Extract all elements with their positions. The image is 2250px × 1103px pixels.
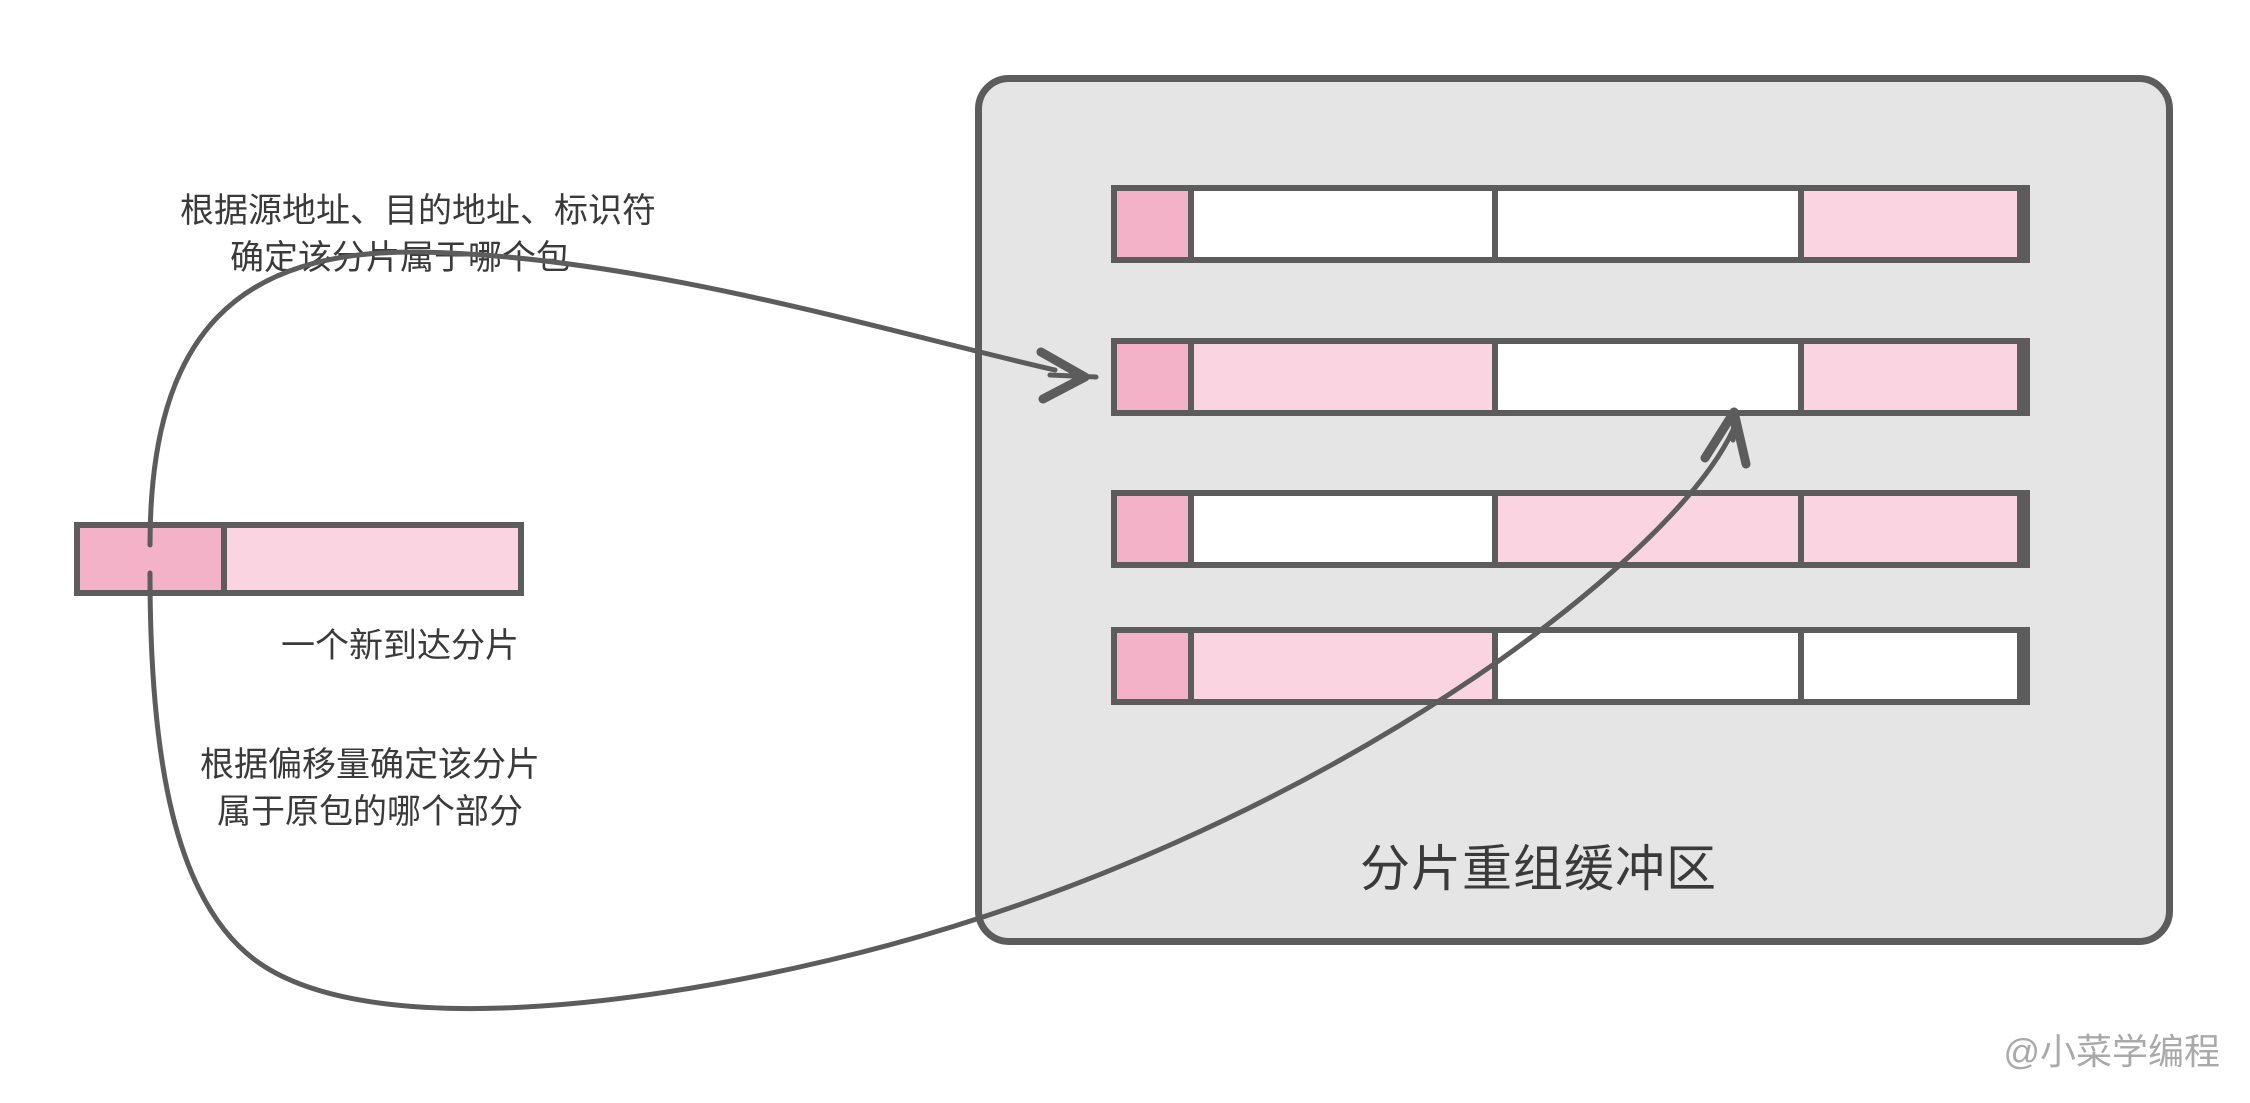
packet-cell-header: [1117, 633, 1194, 699]
packet-row-3: [1111, 490, 2030, 568]
packet-cell-empty: [1194, 191, 1498, 257]
annotation-packet-identification: 根据源地址、目的地址、标识符 确定该分片属于哪个包: [180, 188, 656, 282]
annotation-line: 根据源地址、目的地址、标识符: [180, 192, 656, 230]
packet-cell-filled: [1804, 344, 2017, 410]
packet-cell-filled: [1498, 496, 1804, 562]
packet-cell-header: [1117, 496, 1194, 562]
packet-cell-header: [1117, 191, 1194, 257]
packet-cell-empty: [1498, 344, 1804, 410]
packet-cell-empty: [1804, 633, 2017, 699]
packet-cell-empty: [1498, 633, 1804, 699]
packet-row-1: [1111, 185, 2030, 263]
packet-cell-filled: [1194, 633, 1498, 699]
annotation-offset-placement: 根据偏移量确定该分片 属于原包的哪个部分: [160, 742, 580, 836]
new-fragment-bar: [74, 522, 524, 596]
packet-cell-empty: [1498, 191, 1804, 257]
packet-cell-empty: [1194, 496, 1498, 562]
annotation-line: 根据偏移量确定该分片: [200, 746, 540, 784]
packet-cell-filled: [1194, 344, 1498, 410]
packet-row-4: [1111, 627, 2030, 705]
packet-cell-filled: [1804, 496, 2017, 562]
packet-cell-filled: [1804, 191, 2017, 257]
fragment-cell-header: [80, 528, 227, 590]
watermark: @小菜学编程: [2003, 1031, 2220, 1072]
new-fragment-label: 一个新到达分片: [281, 627, 519, 665]
packet-cell-header: [1117, 344, 1194, 410]
packet-row-2: [1111, 338, 2030, 416]
annotation-line: 属于原包的哪个部分: [217, 792, 523, 831]
buffer-title: 分片重组缓冲区: [1360, 841, 1717, 897]
annotation-line: 确定该分片属于哪个包: [230, 238, 570, 277]
connector-curve-identification: [147, 249, 1058, 548]
fragment-cell-payload: [227, 528, 518, 590]
